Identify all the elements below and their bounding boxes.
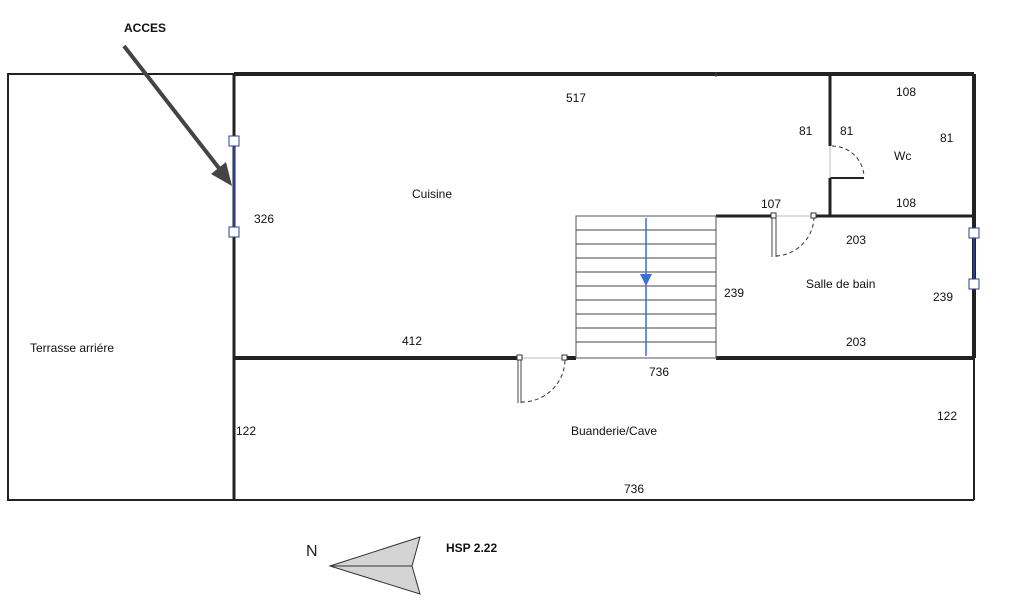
arrow-icon: [122, 44, 232, 186]
dimension-cuisine-bottom: 412: [402, 334, 422, 348]
room-label-buanderie: Buanderie/Cave: [571, 424, 657, 438]
dimension-wc-left-inner: 81: [840, 124, 854, 138]
dimension-sdb-bottom: 203: [846, 335, 866, 349]
window-cuisine: [228, 135, 240, 238]
room-label-wc: Wc: [894, 149, 911, 163]
hsp-label: HSP 2.22: [446, 541, 497, 555]
dimension-cuisine-left: 326: [254, 212, 274, 226]
interior-walls: [234, 74, 974, 360]
room-label-terrasse: Terrasse arriére: [30, 341, 114, 355]
dimension-wc-top: 108: [896, 85, 916, 99]
dimension-door-wall: 107: [761, 197, 781, 211]
door-salle-de-bain: [770, 212, 817, 257]
dimension-buanderie-top: 736: [649, 365, 669, 379]
dimension-wc-left-outer: 81: [799, 124, 813, 138]
compass-arrow-icon: [328, 536, 421, 595]
door-buanderie: [516, 354, 568, 403]
terrasse-area: [7, 73, 235, 501]
dimension-sdb-top: 203: [846, 233, 866, 247]
arrow-down-icon: [640, 218, 652, 356]
staircase: [575, 215, 717, 359]
dimension-buanderie-bottom: 736: [624, 482, 644, 496]
room-label-salle-de-bain: Salle de bain: [806, 277, 875, 291]
room-label-cuisine: Cuisine: [412, 187, 452, 201]
window-salle-de-bain: [968, 227, 980, 290]
dimension-wc-right: 81: [940, 131, 954, 145]
north-label: N: [306, 543, 318, 560]
dimension-wc-bottom: 108: [896, 196, 916, 210]
access-label: ACCES: [124, 21, 166, 35]
door-wc: [829, 145, 865, 178]
dimension-stair-side: 239: [724, 286, 744, 300]
dimension-sdb-right: 239: [933, 290, 953, 304]
dimension-cuisine-top: 517: [566, 91, 586, 105]
dimension-buanderie-left: 122: [236, 424, 256, 438]
dimension-buanderie-right: 122: [937, 409, 957, 423]
